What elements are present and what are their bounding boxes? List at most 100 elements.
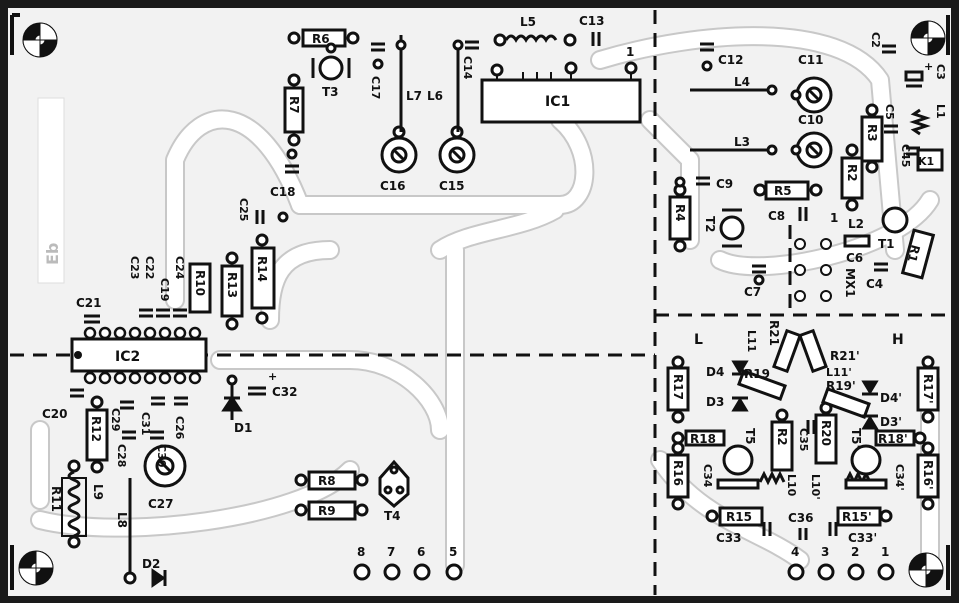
label-c35: C35: [797, 428, 810, 451]
r13: [220, 251, 244, 331]
l9-coil: [61, 459, 87, 549]
label-c5: C5: [883, 104, 896, 120]
label-t4: T4: [384, 509, 401, 523]
label-l2: L2: [848, 217, 864, 231]
c32: [248, 386, 266, 396]
c4: [874, 262, 888, 272]
component-labels: R6 T3 C17 L7 L6 C14 L5 C13 R7 C16 C15 C1…: [42, 14, 947, 571]
l10-coil: [758, 470, 786, 486]
label-t5: T5: [743, 428, 757, 445]
label-l11: L11: [745, 330, 758, 352]
label-r15p: R15': [842, 510, 872, 524]
label-c17: C17: [369, 76, 382, 99]
r17p: [916, 355, 940, 424]
label-r21: R21: [767, 320, 781, 346]
connector-numbers-left: 8 7 6 5: [357, 545, 457, 559]
label-r19p: R19': [826, 379, 856, 393]
label-l7: L7: [406, 89, 422, 103]
l1-coil: [909, 108, 931, 136]
label-c33p: C33': [848, 531, 877, 545]
c12: [700, 42, 714, 72]
label-c3: C3: [934, 64, 947, 80]
label-l4: L4: [734, 75, 750, 89]
label-r7: R7: [287, 96, 301, 114]
r12: [85, 395, 109, 474]
label-c9: C9: [716, 177, 733, 191]
diodes: [151, 360, 879, 588]
l8: [123, 478, 137, 585]
c13: [591, 32, 601, 46]
connector-label-4: 4: [791, 545, 799, 559]
label-c36: C36: [788, 511, 814, 525]
label-c32-plus: +: [268, 370, 277, 383]
d3: [731, 396, 749, 412]
label-c13: C13: [579, 14, 605, 28]
r10: [188, 262, 212, 314]
mixer-mx1: [794, 238, 832, 302]
connector-label-3: 3: [821, 545, 829, 559]
r15: [705, 506, 764, 527]
label-c12: C12: [718, 53, 744, 67]
label-c15: C15: [439, 179, 465, 193]
r7: [283, 73, 305, 147]
c10-trimmer: [795, 131, 833, 169]
label-c30: C30: [155, 444, 168, 468]
t1: [881, 206, 909, 234]
label-c34p: C34': [893, 464, 906, 491]
r5: [753, 180, 823, 201]
label-l6: L6: [427, 89, 443, 103]
r6: [287, 28, 360, 48]
label-l9: L9: [91, 484, 105, 500]
label-c7: C7: [744, 285, 761, 299]
label-c23: C23: [128, 256, 141, 279]
c15-trimmer: [438, 125, 476, 174]
mounting-holes: [10, 13, 950, 590]
connector-label-5: 5: [449, 545, 457, 559]
r19: [737, 368, 787, 402]
r16: [666, 441, 690, 511]
small-capacitors: [70, 32, 924, 540]
label-d4: D4: [706, 365, 724, 379]
connector-label-6: 6: [417, 545, 425, 559]
label-r18: R18: [690, 432, 716, 446]
label-r18p: R18': [878, 432, 908, 446]
label-l11p: L11': [826, 366, 852, 379]
c21: [84, 314, 100, 324]
d3p: [861, 414, 879, 430]
label-c11: C11: [798, 53, 824, 67]
label-t3: T3: [322, 85, 339, 99]
label-c4: C4: [866, 277, 883, 291]
label-c16: C16: [380, 179, 406, 193]
r2-low: [770, 408, 794, 472]
r16p: [916, 441, 940, 511]
connector-numbers-right: 4 3 2 1: [791, 545, 889, 559]
r19p: [821, 386, 871, 420]
c3: [904, 70, 924, 88]
label-r10: R10: [193, 270, 207, 296]
r2: [840, 143, 864, 212]
section-label-high: H: [892, 332, 904, 348]
label-r2: R2: [845, 164, 859, 182]
label-r12: R12: [89, 416, 103, 442]
logo: Eb: [37, 97, 65, 284]
c27-trimmer: [143, 444, 187, 488]
d4: [731, 360, 749, 376]
c17: [371, 42, 385, 70]
label-c31: C31: [139, 412, 152, 435]
label-mx1: MX1: [843, 268, 857, 298]
coils: [61, 33, 931, 549]
label-l5: L5: [520, 15, 536, 29]
label-k1: K1: [918, 155, 934, 168]
label-c20: C20: [42, 407, 68, 421]
section-dividers: [10, 10, 950, 595]
c18: [285, 148, 299, 174]
r21p: [798, 328, 828, 374]
label-c21: C21: [76, 296, 102, 310]
c33: [762, 522, 772, 536]
label-c18: C18: [270, 185, 296, 199]
label-c45: C45: [899, 144, 912, 167]
label-r16: R16: [671, 460, 685, 486]
label-c10: C10: [798, 113, 824, 127]
label-t5p: T5': [849, 428, 863, 448]
label-d1: D1: [234, 421, 252, 435]
